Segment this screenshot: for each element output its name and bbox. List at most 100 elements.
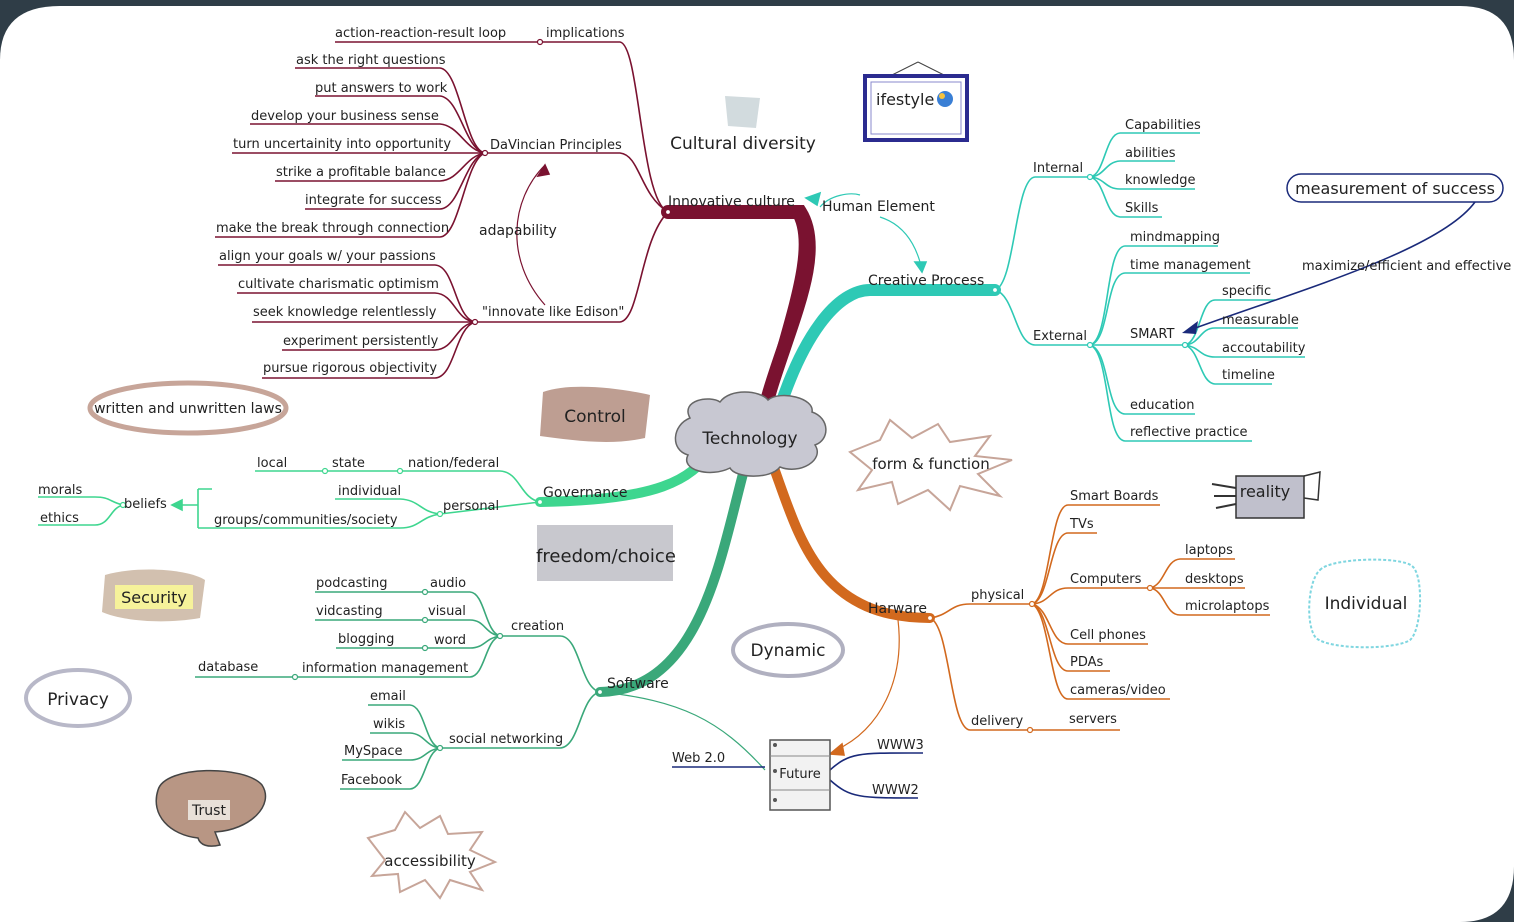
davincian-label[interactable]: DaVincian Principles: [490, 138, 622, 153]
web20-label[interactable]: Web 2.0: [672, 751, 725, 766]
creation-label[interactable]: creation: [511, 619, 564, 634]
reality-label[interactable]: reality: [1240, 482, 1291, 501]
laws-label[interactable]: written and unwritten laws: [94, 401, 282, 417]
physical-item[interactable]: PDAs: [1070, 655, 1104, 670]
social-networking-label[interactable]: social networking: [449, 732, 563, 747]
future-node[interactable]: [769, 739, 831, 811]
dynamic-label[interactable]: Dynamic: [751, 641, 826, 661]
davincian-item[interactable]: turn uncertainity into opportunity: [233, 137, 451, 152]
davincian-item[interactable]: make the break through connection: [216, 221, 449, 236]
edison-item[interactable]: pursue rigorous objectivity: [263, 361, 437, 376]
social-item[interactable]: Facebook: [341, 773, 403, 788]
governance-chain-item[interactable]: local: [257, 456, 287, 471]
lifestyle-frame-icon: [863, 61, 969, 142]
measurement-label[interactable]: measurement of success: [1295, 179, 1495, 198]
beliefs-label[interactable]: beliefs: [124, 497, 167, 512]
innovative-culture-label[interactable]: Innovative culture: [668, 194, 795, 210]
governance-chain-item[interactable]: state: [332, 456, 365, 471]
computers-item[interactable]: desktops: [1185, 572, 1244, 587]
creation-item[interactable]: visual: [428, 604, 466, 619]
creative-process-label[interactable]: Creative Process: [868, 273, 984, 289]
edison-label[interactable]: "innovate like Edison": [482, 305, 624, 320]
control-smudge-icon: [540, 386, 650, 442]
future-item[interactable]: WWW2: [872, 783, 919, 798]
delivery-item[interactable]: servers: [1069, 712, 1117, 727]
davincian-item[interactable]: integrate for success: [305, 193, 442, 208]
beliefs-item[interactable]: morals: [38, 483, 83, 498]
davincian-item[interactable]: strike a profitable balance: [276, 165, 446, 180]
future-item[interactable]: WWW3: [877, 738, 924, 753]
control-label[interactable]: Control: [564, 407, 625, 427]
delivery-label[interactable]: delivery: [971, 714, 1024, 729]
center-topic[interactable]: Technology: [701, 429, 797, 449]
social-item[interactable]: wikis: [373, 717, 405, 732]
edison-item[interactable]: align your goals w/ your passions: [219, 249, 436, 264]
physical-item[interactable]: TVs: [1069, 517, 1094, 532]
physical-item[interactable]: Computers: [1070, 572, 1142, 587]
physical-item[interactable]: cameras/video: [1070, 683, 1166, 698]
smart-item[interactable]: measurable: [1222, 313, 1299, 328]
human-element-label[interactable]: Human Element: [822, 199, 935, 215]
beliefs-item[interactable]: ethics: [40, 511, 79, 526]
trust-label[interactable]: Trust: [191, 803, 226, 819]
privacy-label[interactable]: Privacy: [47, 690, 109, 710]
creation-leaf[interactable]: podcasting: [316, 576, 388, 591]
smart-item[interactable]: timeline: [1222, 368, 1275, 383]
implications-label[interactable]: implications: [546, 26, 625, 41]
davincian-item[interactable]: ask the right questions: [296, 53, 446, 68]
adapability-label[interactable]: adapability: [479, 223, 557, 239]
software-label[interactable]: Software: [607, 676, 669, 692]
governance-chain-item[interactable]: nation/federal: [408, 456, 499, 471]
edison-item[interactable]: experiment persistently: [283, 334, 439, 349]
lifestyle-label[interactable]: ifestyle: [876, 90, 934, 109]
individual-cloud-icon: [1308, 558, 1421, 649]
personal-item[interactable]: individual: [338, 484, 401, 499]
cultural-diversity-label[interactable]: Cultural diversity: [670, 134, 816, 154]
physical-label[interactable]: physical: [971, 588, 1024, 603]
freedom-label[interactable]: freedom/choice: [536, 546, 676, 567]
security-label[interactable]: Security: [121, 588, 187, 607]
davincian-item[interactable]: develop your business sense: [251, 109, 439, 124]
external-item[interactable]: mindmapping: [1130, 230, 1220, 245]
form-function-label[interactable]: form & function: [872, 455, 989, 473]
creation-leaf[interactable]: vidcasting: [316, 604, 383, 619]
computers-item[interactable]: laptops: [1185, 543, 1233, 558]
internal-item[interactable]: Skills: [1125, 201, 1159, 216]
creation-item[interactable]: audio: [430, 576, 466, 591]
smart-item[interactable]: accoutability: [1222, 341, 1306, 356]
creation-item[interactable]: word: [434, 633, 466, 648]
personal-label[interactable]: personal: [443, 499, 499, 514]
hardware-label[interactable]: Harware: [868, 601, 927, 617]
governance-label[interactable]: Governance: [543, 485, 627, 501]
smart-label[interactable]: SMART: [1130, 327, 1174, 342]
smart-item[interactable]: specific: [1222, 284, 1271, 299]
form-function-burst-icon: [848, 418, 1013, 512]
external-item[interactable]: time management: [1130, 258, 1251, 273]
computers-item[interactable]: microlaptops: [1185, 599, 1270, 614]
internal-item[interactable]: knowledge: [1125, 173, 1195, 188]
internal-item[interactable]: abilities: [1125, 146, 1176, 161]
social-item[interactable]: email: [370, 689, 406, 704]
personal-item[interactable]: groups/communities/society: [214, 513, 398, 528]
edison-item[interactable]: seek knowledge relentlessly: [253, 305, 437, 320]
maximize-label[interactable]: maximize/efficient and effective: [1302, 259, 1511, 274]
social-item[interactable]: MySpace: [344, 744, 403, 759]
physical-item[interactable]: Cell phones: [1070, 628, 1146, 643]
accessibility-label[interactable]: accessibility: [384, 852, 476, 870]
center-cloud[interactable]: [674, 391, 827, 477]
creation-leaf[interactable]: database: [198, 660, 258, 675]
internal-label[interactable]: Internal: [1033, 161, 1083, 176]
creation-leaf[interactable]: blogging: [338, 632, 394, 647]
external-item[interactable]: reflective practice: [1130, 425, 1248, 440]
internal-item[interactable]: Capabilities: [1125, 118, 1201, 133]
edison-item[interactable]: cultivate charismatic optimism: [238, 277, 439, 292]
physical-item[interactable]: Smart Boards: [1070, 489, 1159, 504]
implications-item[interactable]: action-reaction-result loop: [335, 26, 506, 41]
individual-label[interactable]: Individual: [1325, 594, 1408, 614]
external-label[interactable]: External: [1033, 329, 1087, 344]
future-label[interactable]: Future: [779, 767, 820, 782]
external-item[interactable]: education: [1130, 398, 1195, 413]
creation-item[interactable]: information management: [302, 661, 468, 676]
davincian-item[interactable]: put answers to work: [315, 81, 448, 96]
hardware-branch: [827, 504, 1270, 756]
